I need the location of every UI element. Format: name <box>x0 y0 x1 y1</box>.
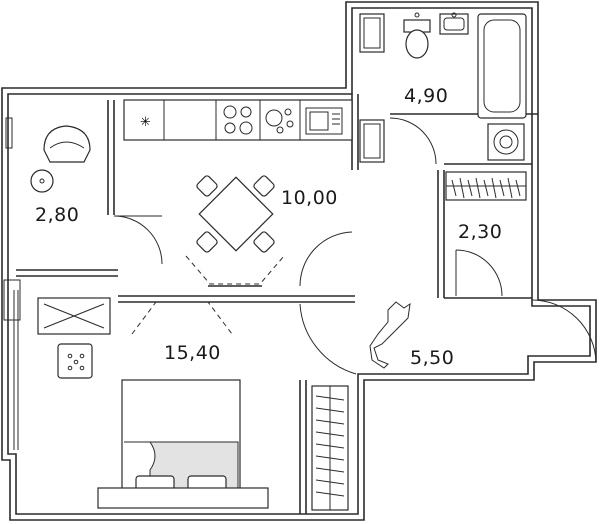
bathroom-furniture <box>359 12 527 163</box>
sink-icon <box>439 12 469 35</box>
kitchen-furniture: ✳ <box>123 99 353 287</box>
doors <box>113 117 597 375</box>
balcony-area-label: 2,80 <box>35 204 79 226</box>
kitchen-sink-icon <box>305 107 343 135</box>
side-table-icon <box>30 169 54 193</box>
washing-machine-icon <box>487 123 525 161</box>
bedroom-area-label: 15,40 <box>164 342 221 364</box>
bed-icon <box>97 379 269 509</box>
bathroom-area-label: 4,90 <box>404 85 448 107</box>
hall-area-label: 5,50 <box>410 347 454 369</box>
kitchen-area-label: 10,00 <box>281 187 338 209</box>
dining-table-icon <box>196 175 275 253</box>
interior-walls <box>3 94 538 514</box>
hall-decor <box>369 301 411 369</box>
kitchen-counter <box>123 99 353 141</box>
armchair-icon <box>43 125 91 163</box>
stove-icon <box>223 105 253 135</box>
closet-wardrobe <box>445 171 527 201</box>
cat-icon <box>369 301 411 369</box>
toilet-icon <box>403 12 431 59</box>
wardrobe-icon <box>311 385 349 511</box>
dishwasher-icon <box>265 108 294 134</box>
balcony-furniture <box>30 125 91 193</box>
bedroom-furniture <box>37 297 349 511</box>
fan-icon: ✳ <box>140 115 151 130</box>
closet-area-label: 2,30 <box>458 221 502 243</box>
bathtub-icon <box>477 13 527 119</box>
